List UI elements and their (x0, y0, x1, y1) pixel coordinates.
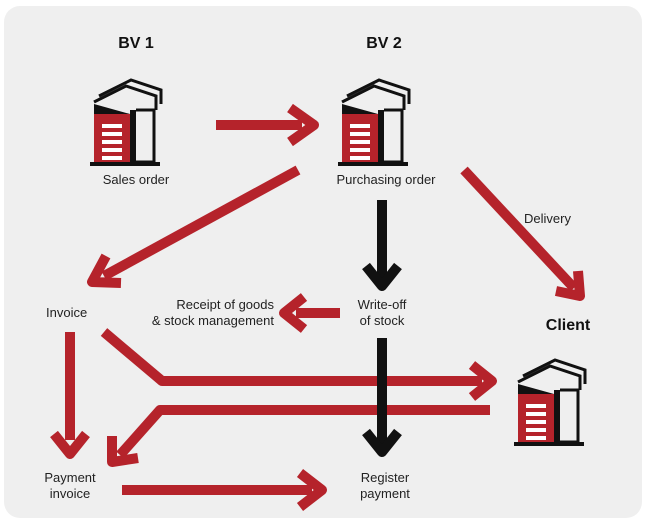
invoice-label: Invoice (46, 305, 88, 320)
receipt-of-goods-label: Receipt of goods & stock management (151, 297, 274, 328)
arrow-payment-invoice-to-register (122, 469, 327, 511)
arrow-bv1-to-bv2 (216, 103, 319, 147)
bv1-building-icon (88, 78, 163, 168)
arrow-invoice-to-payment-invoice (50, 332, 90, 459)
client-title: Client (545, 317, 591, 334)
arrow-bv2-to-writeoff (362, 200, 402, 291)
client-building-icon (512, 358, 587, 448)
register-payment-label: Register payment (360, 470, 410, 501)
delivery-label: Delivery (524, 211, 571, 226)
payment-invoice-label: Payment invoice (44, 470, 96, 501)
bv2-caption: Purchasing order (336, 172, 436, 187)
bv2-title: BV 2 (366, 35, 402, 52)
bv1-title: BV 1 (118, 35, 154, 52)
arrow-invoice-to-client (100, 328, 497, 401)
arrow-client-to-payment-invoice (107, 405, 490, 467)
arrow-writeoff-to-receipt (279, 293, 340, 333)
bv2-building-icon (336, 78, 411, 168)
bv1-caption: Sales order (102, 172, 170, 187)
arrow-bv2-to-client-delivery (460, 166, 585, 301)
write-off-label: Write-off of stock (357, 297, 407, 328)
arrow-writeoff-to-register (362, 338, 402, 457)
arrow-bv2-to-invoice (87, 165, 301, 288)
